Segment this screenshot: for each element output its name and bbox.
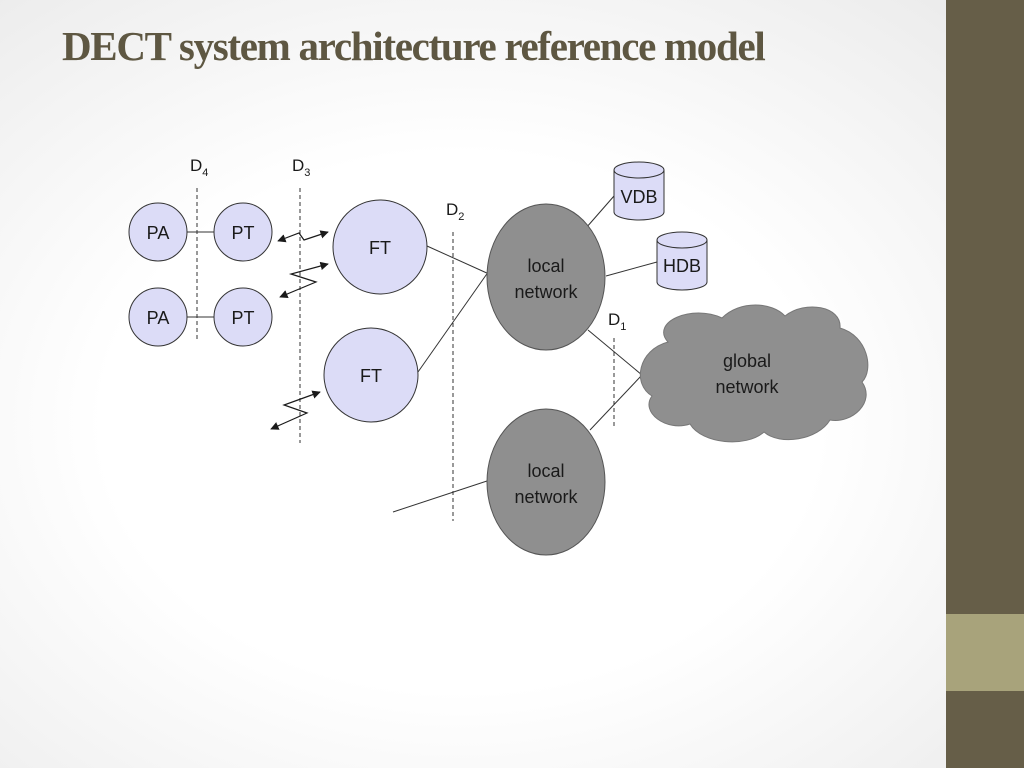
global-network-cloud-icon bbox=[639, 304, 869, 443]
local-network-bottom-node bbox=[486, 408, 606, 556]
link-external-local-network-bottom bbox=[392, 479, 491, 513]
local-network-bottom-label-line1: local bbox=[527, 461, 564, 481]
ft-bottom-node bbox=[323, 327, 419, 423]
sidebar-accent-block bbox=[946, 614, 1024, 691]
architecture-diagram: D4 D3 D2 D1 PA PT PA PT FT FT local netw… bbox=[128, 156, 869, 556]
vdb-database-icon bbox=[613, 161, 665, 221]
ft-bottom-label: FT bbox=[360, 366, 382, 386]
link-vdb-local-network bbox=[585, 195, 615, 229]
pa-bottom-node bbox=[128, 287, 188, 347]
pt-top-node bbox=[213, 202, 273, 262]
radio-link-top-icon bbox=[277, 230, 329, 243]
local-network-top-label-line2: network bbox=[514, 282, 578, 302]
global-network-label-line2: network bbox=[715, 377, 779, 397]
vdb-label: VDB bbox=[620, 187, 657, 207]
link-ft-top-local-network bbox=[426, 245, 490, 275]
link-local-network-top-global bbox=[587, 329, 643, 376]
d1-label: D1 bbox=[608, 310, 626, 333]
radio-link-middle-icon bbox=[279, 261, 329, 298]
d4-label: D4 bbox=[190, 156, 208, 179]
global-network-label-line1: global bbox=[723, 351, 771, 371]
hdb-database-icon bbox=[656, 231, 708, 291]
pa-bottom-label: PA bbox=[147, 308, 170, 328]
ft-top-label: FT bbox=[369, 238, 391, 258]
radio-link-bottom-icon bbox=[270, 390, 321, 430]
link-local-network-bottom-global bbox=[589, 374, 643, 431]
local-network-top-label-line1: local bbox=[527, 256, 564, 276]
pt-bottom-label: PT bbox=[231, 308, 254, 328]
ft-top-node bbox=[332, 199, 428, 295]
local-network-top-node bbox=[486, 203, 606, 351]
page-title: DECT system architecture reference model bbox=[62, 23, 766, 69]
pa-top-node bbox=[128, 202, 188, 262]
hdb-label: HDB bbox=[663, 256, 701, 276]
pt-bottom-node bbox=[213, 287, 273, 347]
d2-label: D2 bbox=[446, 200, 464, 223]
pt-top-label: PT bbox=[231, 223, 254, 243]
d3-label: D3 bbox=[292, 156, 310, 179]
local-network-bottom-label-line2: network bbox=[514, 487, 578, 507]
link-hdb-local-network bbox=[605, 261, 658, 277]
pa-top-label: PA bbox=[147, 223, 170, 243]
link-ft-bottom-local-network bbox=[417, 267, 492, 373]
